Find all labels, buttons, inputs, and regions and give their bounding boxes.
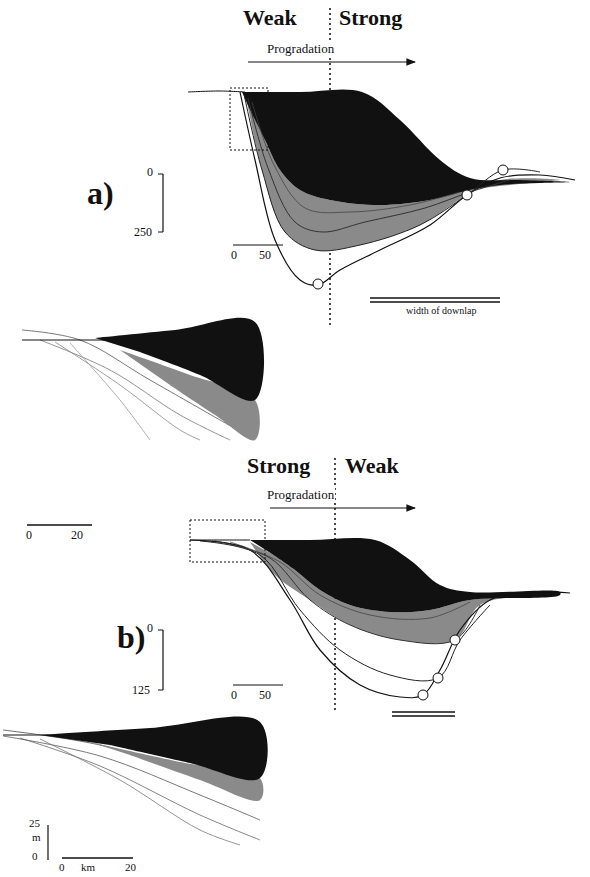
scale-number: 20 — [70, 529, 84, 542]
scale-bar — [62, 857, 133, 859]
inset-clinoform — [95, 318, 264, 401]
downlap-marker — [450, 635, 460, 645]
horizon-line — [248, 98, 510, 232]
scale-number: 0 — [146, 622, 154, 635]
zone-label: Strong — [338, 6, 403, 30]
zone-label: Strong — [246, 454, 311, 478]
scale-number: 125 — [131, 684, 151, 697]
horizon-line — [244, 94, 540, 251]
inset-frame — [190, 520, 265, 562]
scale-unit: m — [31, 831, 42, 843]
horizon-line — [230, 542, 470, 619]
scale-bar — [27, 524, 92, 526]
downlap-bar — [370, 301, 500, 303]
scale-tick — [158, 630, 163, 631]
scale-bar — [233, 684, 283, 685]
scale-bar — [233, 244, 283, 245]
downlap-marker — [418, 690, 428, 700]
scale-number: 50 — [258, 689, 272, 702]
arrow-label: Progradation — [266, 488, 335, 502]
inset-clinoform — [40, 716, 268, 780]
scale-number: 0 — [58, 861, 66, 873]
arrow-label: Progradation — [266, 42, 335, 56]
scale-number: 0 — [25, 529, 33, 542]
horizon-line — [252, 102, 460, 213]
horizon-line — [215, 541, 480, 644]
scale-tick — [158, 232, 163, 233]
progradation-arrow — [270, 507, 415, 508]
panel-label: a) — [86, 176, 115, 211]
downlap-label: width of downlap — [405, 305, 478, 316]
downlap-marker — [313, 279, 323, 289]
scale-bar — [162, 174, 163, 232]
scale-number: 50 — [258, 249, 272, 262]
scale-bar — [162, 630, 163, 690]
downlap-marker — [433, 673, 443, 683]
scale-bar — [47, 825, 48, 860]
downlap-bar — [370, 297, 500, 299]
progradation-arrow — [248, 61, 415, 62]
basin-floor — [240, 92, 575, 285]
scale-tick — [158, 690, 163, 691]
shelf-line — [188, 91, 245, 92]
basin-floor — [190, 540, 570, 698]
scale-number: 0 — [230, 249, 238, 262]
downlap-bar — [392, 711, 455, 713]
scale-number: 0 — [146, 166, 154, 179]
horizon-line — [200, 541, 490, 681]
scale-number: 0 — [31, 850, 39, 862]
scale-number: 250 — [133, 226, 153, 239]
scale-number: 25 — [28, 817, 41, 829]
scale-tick — [158, 174, 163, 175]
downlap-marker — [462, 190, 472, 200]
scale-number: 20 — [124, 861, 137, 873]
zone-label: Weak — [242, 6, 298, 30]
panel-label: b) — [116, 620, 146, 655]
scale-unit: km — [80, 861, 96, 873]
downlap-marker — [498, 165, 508, 175]
inset-frame — [230, 88, 268, 150]
scale-number: 0 — [230, 689, 238, 702]
zone-label: Weak — [344, 454, 400, 478]
downlap-bar — [392, 715, 455, 717]
clinoform-fill — [242, 89, 570, 205]
sea-level-line — [22, 340, 110, 341]
